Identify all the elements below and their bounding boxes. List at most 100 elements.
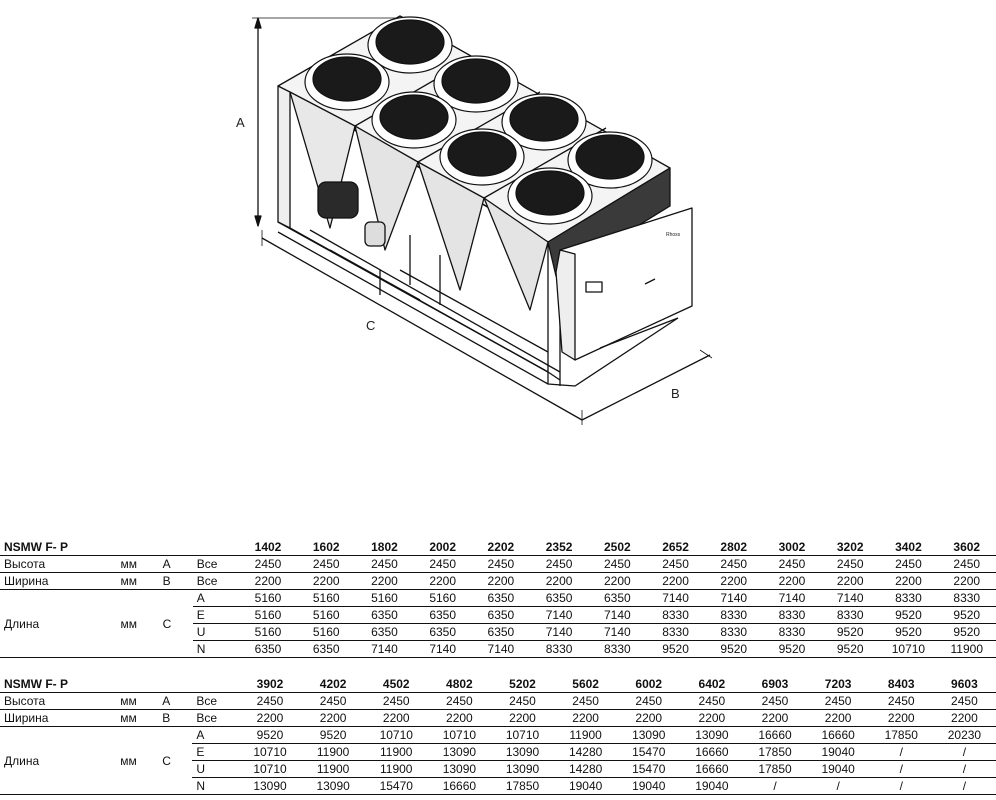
model-header: 1802	[355, 538, 414, 556]
model-header: 4802	[427, 675, 491, 693]
model-header: 2652	[646, 538, 705, 556]
cell: 11900	[301, 743, 365, 761]
cell: 8330	[704, 623, 763, 641]
fan-5	[501, 93, 587, 151]
table-row-length-e: E 10710 11900 11900 13090 13090 14280 15…	[0, 743, 996, 761]
cell: 6350	[355, 606, 414, 624]
fan-8	[507, 167, 593, 225]
table-row-length-u: U 10710 11900 11900 13090 13090 14280 15…	[0, 760, 996, 778]
fan-1	[367, 16, 453, 74]
cell: /	[932, 760, 996, 778]
cell: 16660	[680, 743, 744, 761]
cell: 15470	[617, 760, 681, 778]
cell: 9520	[879, 606, 938, 624]
cell: 9520	[821, 623, 880, 641]
cell: 6350	[413, 606, 472, 624]
model-header: 1602	[297, 538, 356, 556]
chiller-drawing: A C B Rhoss	[236, 15, 713, 425]
cell: 8330	[937, 589, 996, 607]
row-letter: A	[158, 555, 193, 573]
cell: 6350	[297, 640, 356, 658]
cell: 6350	[530, 589, 589, 607]
cell: 13090	[427, 760, 491, 778]
cell: 2200	[530, 572, 589, 590]
cell: 2200	[427, 709, 491, 727]
cell: 7140	[530, 606, 589, 624]
dimension-c-label: C	[366, 318, 375, 333]
fan-7	[567, 131, 653, 189]
cell: 7140	[588, 623, 647, 641]
row-label: Длина	[0, 589, 117, 658]
cell: 2450	[297, 555, 356, 573]
cell: 5160	[297, 589, 356, 607]
cell: 9520	[762, 640, 822, 658]
cell: 7140	[762, 589, 822, 607]
variant-code: A	[192, 589, 239, 607]
cell: 10710	[879, 640, 938, 658]
table-header-row: NSMW F- P 3902 4202 4502 4802 5202 5602 …	[0, 675, 996, 693]
cell: 14280	[554, 760, 618, 778]
cell: 2450	[821, 555, 880, 573]
series-title: NSMW F- P	[0, 675, 239, 693]
cell: 2200	[646, 572, 705, 590]
cell: 2450	[646, 555, 705, 573]
model-header: 3402	[879, 538, 938, 556]
table-row-height: Высота мм A Все 2450 2450 2450 2450 2450…	[0, 555, 996, 573]
row-unit: мм	[116, 589, 159, 658]
cell: 8330	[762, 606, 822, 624]
row-letter: B	[158, 709, 193, 727]
cell: 2200	[355, 572, 414, 590]
cell: 2450	[238, 555, 298, 573]
variant-code: N	[192, 777, 239, 795]
cell: 2200	[588, 572, 647, 590]
table-row-length-a: Длина мм C A 5160 5160 5160 5160 6350 63…	[0, 589, 996, 658]
cell: 2450	[680, 692, 744, 710]
variant-code: A	[192, 726, 239, 744]
cell: 5160	[238, 589, 298, 607]
cell: 17850	[869, 726, 933, 744]
cell: 5160	[238, 623, 298, 641]
cell: 9520	[937, 606, 996, 624]
model-header: 2002	[413, 538, 472, 556]
cell: 9520	[238, 726, 302, 744]
cell: 6350	[355, 623, 414, 641]
cell: 8330	[762, 623, 822, 641]
cell: 7140	[821, 589, 880, 607]
cell: 13090	[238, 777, 302, 795]
cell: /	[869, 777, 933, 795]
table-row-height: Высота мм A Все 2450 2450 2450 2450 2450…	[0, 692, 996, 710]
cell: 16660	[743, 726, 807, 744]
cell: 2450	[413, 555, 472, 573]
model-header: 2502	[588, 538, 647, 556]
table-header-row: NSMW F- P 1402 1602 1802 2002 2202 2352 …	[0, 538, 996, 556]
cell: 2450	[743, 692, 807, 710]
fan-6	[439, 128, 525, 186]
cell: 5160	[355, 589, 414, 607]
cell: 11900	[554, 726, 618, 744]
dimension-b-label: B	[671, 386, 680, 401]
model-header: 5202	[490, 675, 555, 693]
cell: 2450	[617, 692, 681, 710]
model-header: 5602	[554, 675, 618, 693]
cell: /	[932, 743, 996, 761]
cell: 2450	[869, 692, 933, 710]
cell: 19040	[680, 777, 744, 795]
cell: 13090	[490, 760, 555, 778]
cell: 13090	[490, 743, 555, 761]
cell: 7140	[530, 623, 589, 641]
series-title: NSMW F- P	[0, 538, 239, 556]
cell: 15470	[617, 743, 681, 761]
cell: 2200	[762, 572, 822, 590]
cell: 2200	[301, 709, 365, 727]
cell: 2450	[704, 555, 763, 573]
table-row-length-e: E 5160 5160 6350 6350 6350 7140 7140 833…	[0, 606, 996, 624]
cell: 2450	[806, 692, 870, 710]
cell: 15470	[364, 777, 428, 795]
cell: 2450	[588, 555, 647, 573]
model-header: 9603	[932, 675, 996, 693]
fan-2	[304, 53, 390, 111]
cell: 8330	[588, 640, 647, 658]
cell: 7140	[471, 640, 530, 658]
cell: /	[806, 777, 870, 795]
cell: 8330	[879, 589, 938, 607]
